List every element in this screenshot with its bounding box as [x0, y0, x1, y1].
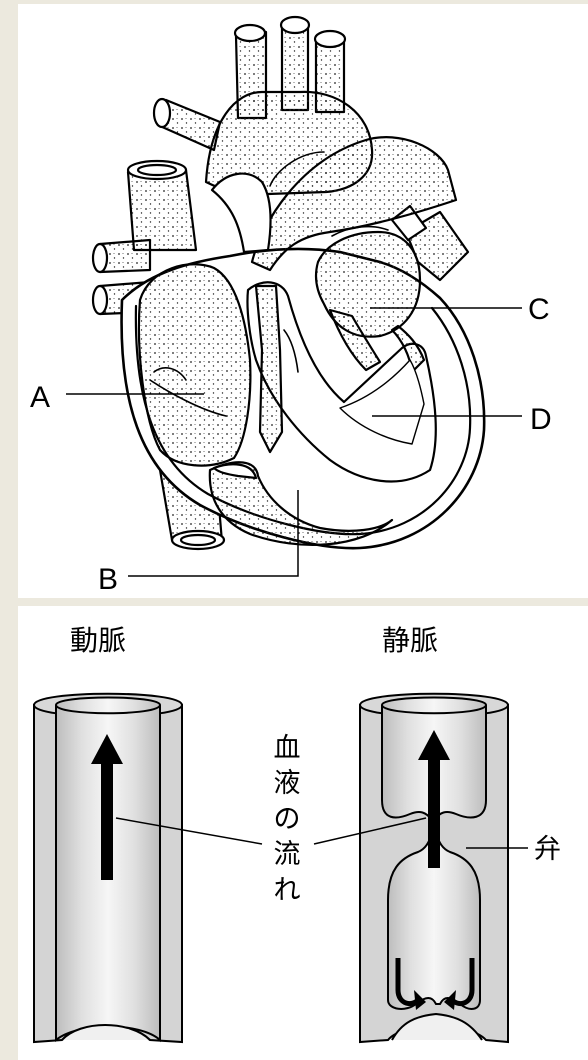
artery-title: 動脈: [70, 624, 126, 657]
flow-char-5: れ: [274, 875, 301, 906]
vessel-diagram: 動脈 静脈 血 液 の: [18, 606, 588, 1060]
valve-label: 弁: [534, 834, 561, 865]
ascending-aorta: [212, 174, 270, 252]
label-d: D: [530, 403, 552, 436]
flow-char-2: 液: [274, 768, 301, 799]
label-a: A: [30, 381, 50, 414]
right-atrium: [139, 264, 250, 465]
flow-char-3: の: [274, 804, 301, 835]
heart-diagram: A B C D: [18, 4, 588, 598]
heart-diagram-panel: A B C D: [18, 4, 588, 598]
flow-char-4: 流: [274, 839, 301, 870]
label-c: C: [528, 293, 550, 326]
vein-title: 静脈: [382, 624, 438, 657]
superior-vena-cava: [128, 170, 196, 250]
flow-char-1: 血: [274, 733, 301, 764]
vessel-diagram-panel: 動脈 静脈 血 液 の: [18, 606, 588, 1060]
label-b: B: [98, 563, 118, 596]
